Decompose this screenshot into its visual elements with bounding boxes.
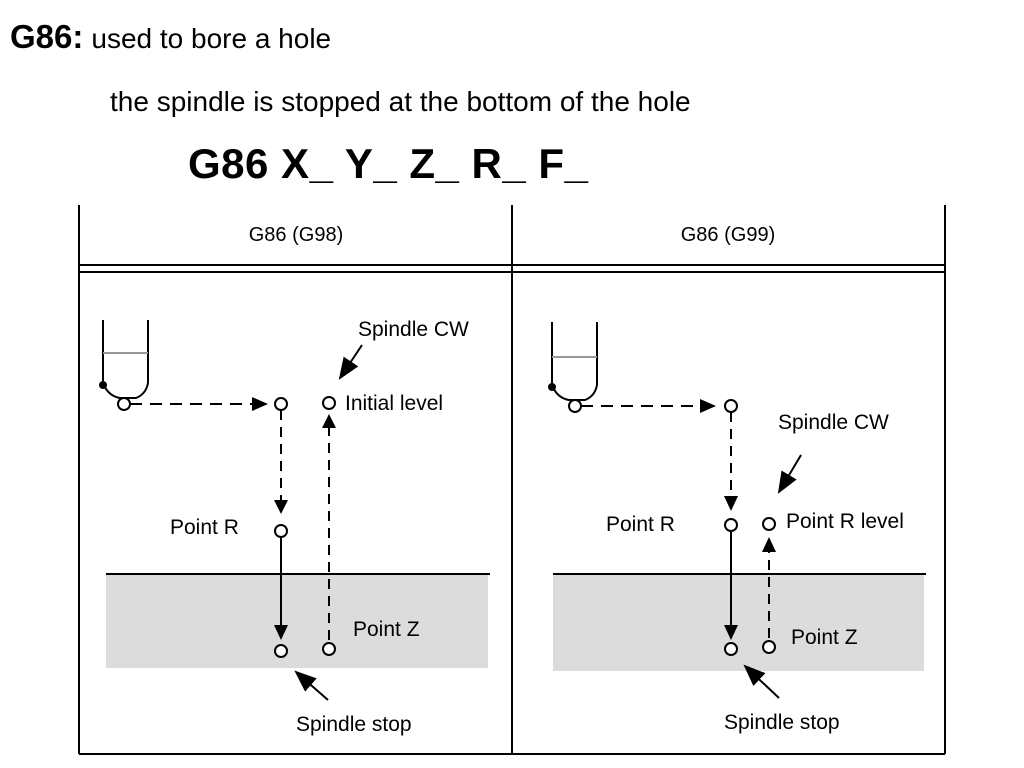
gcode-subtitle: the spindle is stopped at the bottom of …: [110, 86, 691, 117]
gcode-syntax: G86 X_ Y_ Z_ R_ F_: [188, 140, 589, 187]
pointer-spindle-cw: [338, 344, 363, 380]
label-spindle-cw: Spindle CW: [358, 318, 469, 341]
panel-g98: Spindle CW Initial level Point R Point Z…: [99, 318, 490, 736]
table-frame: [78, 205, 946, 755]
panel-header-g98: G86 (G98): [249, 224, 343, 246]
arrow-down-icon: [724, 625, 738, 640]
arrow-down-icon: [274, 500, 288, 514]
label-spindle-stop: Spindle stop: [724, 711, 840, 734]
point-r-marker: [724, 518, 738, 532]
arrow-right-icon: [700, 399, 716, 413]
point-z-marker: [724, 642, 738, 656]
gcode-description: used to bore a hole: [91, 23, 332, 54]
label-initial-level: Initial level: [345, 392, 443, 415]
gcode-title: G86:: [10, 18, 84, 55]
arrow-down-icon: [724, 496, 738, 511]
initial-level-point: [322, 396, 336, 410]
pointer-spindle-stop: [294, 670, 329, 701]
label-point-z: Point Z: [791, 626, 858, 649]
label-spindle-stop: Spindle stop: [296, 713, 412, 736]
arrow-right-icon: [252, 397, 268, 411]
label-point-r-level: Point R level: [786, 510, 904, 533]
pointer-spindle-stop: [743, 664, 780, 699]
boring-tool-icon: [99, 320, 149, 411]
point-z-marker: [274, 644, 288, 658]
workpiece-block: [553, 574, 924, 671]
panel-g99: Spindle CW Point R level Point R Point Z…: [548, 322, 926, 734]
pointer-spindle-cw: [777, 454, 802, 494]
r-level-point: [762, 517, 776, 531]
label-point-r: Point R: [606, 513, 675, 536]
heading: G86:used to bore a hole: [10, 18, 331, 56]
position-point: [274, 397, 288, 411]
arrow-down-icon: [274, 625, 288, 640]
boring-tool-icon: [548, 322, 598, 413]
label-point-r: Point R: [170, 516, 239, 539]
panel-header-g99: G86 (G99): [681, 224, 775, 246]
retract-start-point: [322, 642, 336, 656]
retract-start-point: [762, 640, 776, 654]
label-spindle-cw: Spindle CW: [778, 411, 889, 434]
point-r-marker: [274, 524, 288, 538]
label-point-z: Point Z: [353, 618, 420, 641]
arrow-up-icon: [762, 537, 776, 552]
workpiece-block: [106, 574, 488, 668]
position-point: [724, 399, 738, 413]
arrow-up-icon: [322, 414, 336, 428]
